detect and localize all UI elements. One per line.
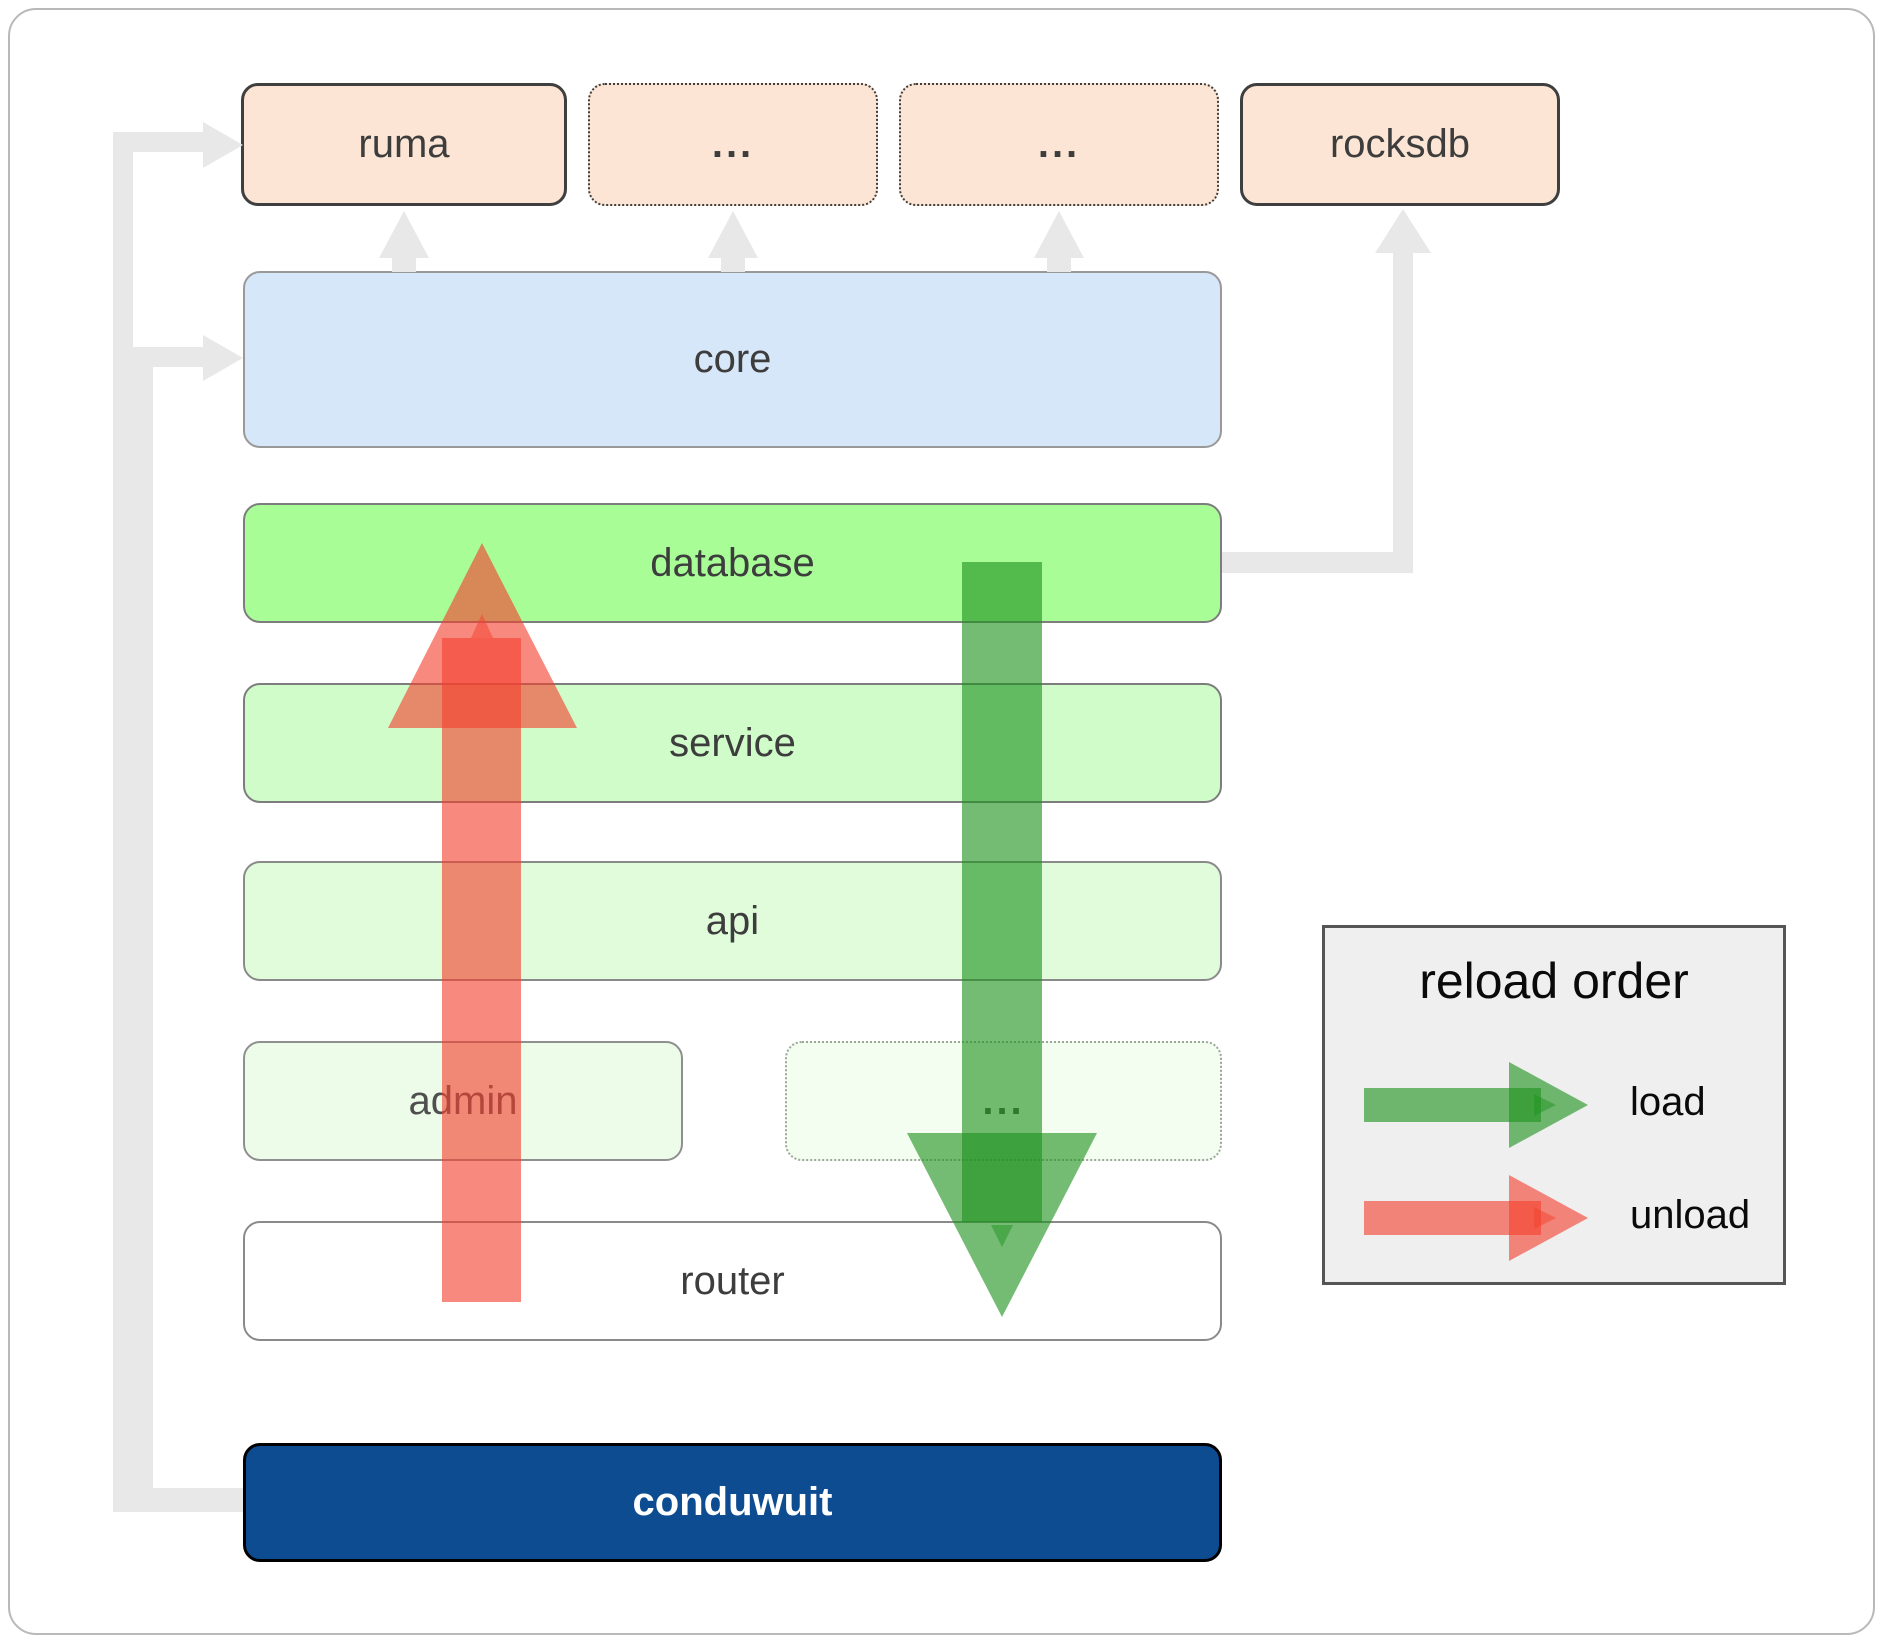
node-database-label: database xyxy=(650,540,815,585)
node-core-label: core xyxy=(693,337,772,381)
diagram-frame xyxy=(8,8,1875,1635)
legend-title: reload order xyxy=(1419,953,1689,1009)
node-admin: admin xyxy=(243,1041,683,1161)
node-router: router xyxy=(243,1221,1222,1341)
node-rocksdb-label: rocksdb xyxy=(1329,122,1471,166)
node-dependency-ellipsis-2: ... xyxy=(899,83,1219,206)
node-admin-label: admin xyxy=(408,1078,518,1123)
node-dependency-ellipsis-1-label: ... xyxy=(711,122,755,166)
node-ruma-label: ruma xyxy=(358,122,450,166)
node-service-ellipsis-label: ... xyxy=(982,1078,1025,1123)
node-core: core xyxy=(243,271,1222,448)
node-dependency-ellipsis-2-label: ... xyxy=(1037,122,1081,166)
node-service-label: service xyxy=(669,720,796,765)
legend-load-label: load xyxy=(1630,1080,1706,1124)
node-conduwuit-label: conduwuit xyxy=(632,1480,833,1524)
legend-unload-label: unload xyxy=(1630,1193,1751,1237)
node-router-label: router xyxy=(680,1258,785,1303)
node-api: api xyxy=(243,861,1222,981)
node-api-label: api xyxy=(705,898,760,943)
node-dependency-ellipsis-1: ... xyxy=(588,83,878,206)
node-rocksdb: rocksdb xyxy=(1240,83,1560,206)
node-ruma: ruma xyxy=(241,83,567,206)
node-conduwuit: conduwuit xyxy=(243,1443,1222,1562)
node-database: database xyxy=(243,503,1222,623)
node-service-ellipsis: ... xyxy=(785,1041,1222,1161)
node-service: service xyxy=(243,683,1222,803)
